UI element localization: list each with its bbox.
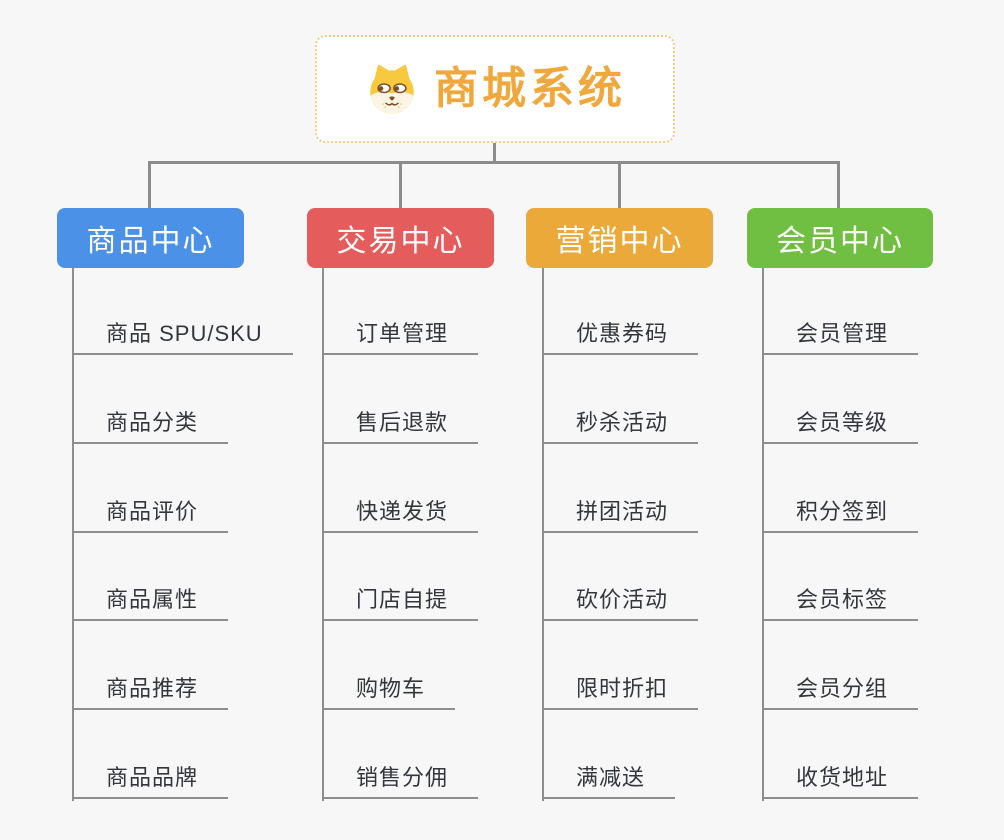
connector-children-members bbox=[762, 268, 764, 801]
connector-root-stem bbox=[493, 143, 496, 162]
leaf-node[interactable]: 商品推荐 bbox=[72, 674, 229, 710]
leaf-node[interactable]: 商品品牌 bbox=[72, 763, 229, 799]
root-node[interactable]: 商城系统 bbox=[315, 35, 675, 143]
leaf-node[interactable]: 积分签到 bbox=[762, 497, 919, 533]
leaf-node[interactable]: 门店自提 bbox=[322, 585, 479, 621]
leaf-node[interactable]: 满减送 bbox=[542, 763, 676, 799]
shiba-dog-icon bbox=[370, 64, 414, 114]
branch-node-trade[interactable]: 交易中心 bbox=[307, 208, 494, 268]
leaf-node[interactable]: 会员分组 bbox=[762, 674, 919, 710]
leaf-node[interactable]: 砍价活动 bbox=[542, 585, 699, 621]
leaf-node[interactable]: 商品 SPU/SKU bbox=[72, 319, 293, 355]
connector-drop-trade bbox=[399, 161, 402, 208]
leaf-node[interactable]: 售后退款 bbox=[322, 408, 479, 444]
connector-bus bbox=[149, 161, 840, 164]
leaf-node[interactable]: 拼团活动 bbox=[542, 497, 699, 533]
branch-node-products[interactable]: 商品中心 bbox=[57, 208, 244, 268]
leaf-node[interactable]: 商品属性 bbox=[72, 585, 229, 621]
leaf-node[interactable]: 限时折扣 bbox=[542, 674, 699, 710]
connector-children-products bbox=[72, 268, 74, 801]
root-title: 商城系统 bbox=[434, 64, 626, 113]
leaf-node[interactable]: 订单管理 bbox=[322, 319, 479, 355]
connector-children-trade bbox=[322, 268, 324, 801]
branch-node-marketing[interactable]: 营销中心 bbox=[526, 208, 713, 268]
leaf-node[interactable]: 商品分类 bbox=[72, 408, 229, 444]
leaf-node[interactable]: 商品评价 bbox=[72, 497, 229, 533]
connector-drop-members bbox=[837, 161, 840, 208]
leaf-node[interactable]: 收货地址 bbox=[762, 763, 919, 799]
leaf-node[interactable]: 秒杀活动 bbox=[542, 408, 699, 444]
leaf-node[interactable]: 会员标签 bbox=[762, 585, 919, 621]
leaf-node[interactable]: 优惠券码 bbox=[542, 319, 699, 355]
branch-node-members[interactable]: 会员中心 bbox=[747, 208, 933, 268]
leaf-node[interactable]: 销售分佣 bbox=[322, 763, 479, 799]
connector-drop-products bbox=[148, 161, 151, 208]
leaf-node[interactable]: 快递发货 bbox=[322, 497, 479, 533]
leaf-node[interactable]: 会员等级 bbox=[762, 408, 919, 444]
leaf-node[interactable]: 会员管理 bbox=[762, 319, 919, 355]
connector-children-marketing bbox=[542, 268, 544, 801]
leaf-node[interactable]: 购物车 bbox=[322, 674, 456, 710]
connector-drop-marketing bbox=[618, 161, 621, 208]
